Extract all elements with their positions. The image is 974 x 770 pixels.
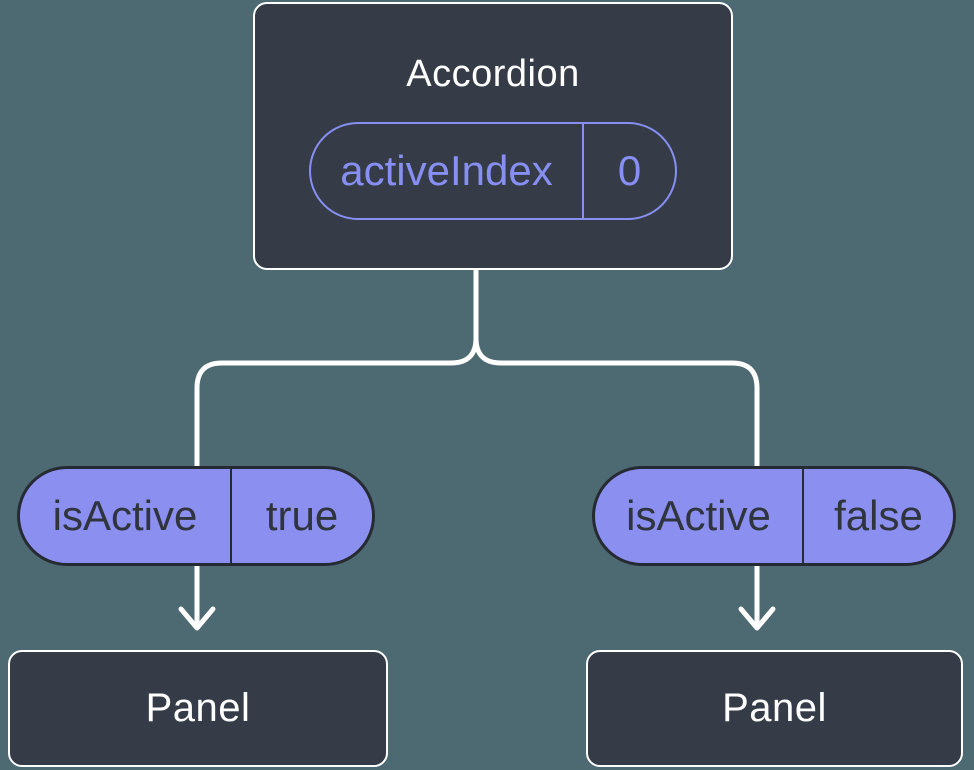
component-title: Accordion bbox=[406, 53, 580, 95]
prop-pill-is-active-true: isActive true bbox=[17, 466, 375, 566]
prop-name: isActive bbox=[20, 469, 232, 563]
panel-component-box: Panel bbox=[586, 650, 963, 767]
prop-value: false bbox=[834, 492, 923, 539]
state-pill: activeIndex 0 bbox=[309, 122, 677, 220]
component-title: Panel bbox=[722, 686, 827, 730]
down-arrow-icon bbox=[738, 563, 776, 631]
state-name: activeIndex bbox=[311, 124, 584, 218]
down-arrow-icon bbox=[178, 563, 216, 631]
prop-pill-is-active-false: isActive false bbox=[592, 466, 956, 566]
accordion-component-box: Accordion activeIndex 0 bbox=[253, 2, 733, 270]
state-value: 0 bbox=[617, 147, 642, 194]
prop-name: isActive bbox=[595, 469, 804, 563]
component-title: Panel bbox=[145, 686, 251, 730]
prop-value: true bbox=[265, 492, 339, 539]
branch-connector bbox=[194, 257, 760, 473]
panel-component-box: Panel bbox=[8, 650, 388, 767]
